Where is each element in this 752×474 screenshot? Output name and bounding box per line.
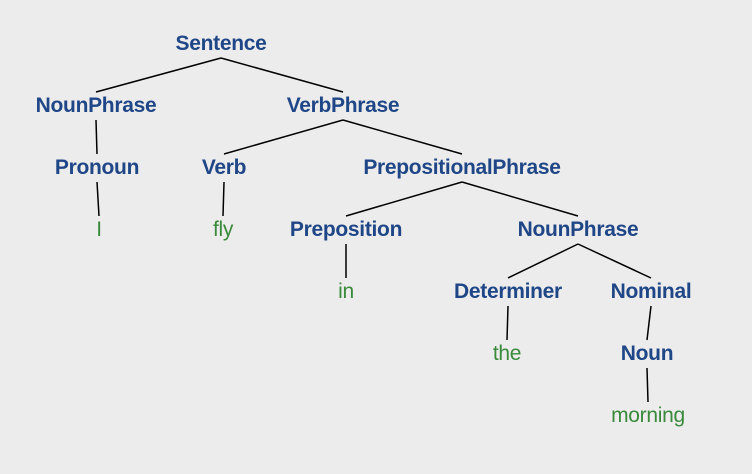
edge-verbphrase-to-verb [223,119,344,155]
edge-verbphrase-to-prepositionalphrase [342,119,463,155]
edge-verb-to-fly [222,181,225,217]
edge-sentence-to-nounphrase [95,57,222,93]
node-preposition: Preposition [289,218,403,241]
edge-nominal-to-noun [646,305,652,341]
edge-prepositionalphrase-to-preposition [345,181,463,217]
edge-nounphrase-to-determiner [507,243,579,279]
edge-prepositionalphrase-to-nounphrase [461,181,579,217]
node-pronoun: Pronoun [54,156,140,179]
edge-nounphrase-to-pronoun [95,119,98,155]
word-fly: fly [212,218,234,241]
edge-noun-to-morning [646,367,649,403]
node-determiner: Determiner [454,280,562,303]
node-noun: Noun [620,342,674,365]
word-i: I [96,218,102,241]
word-morning: morning [611,404,685,427]
node-verbphrase: VerbPhrase [286,94,400,117]
node-nounphrase: NounPhrase [35,94,157,117]
edge-determiner-to-the [506,305,509,341]
edge-sentence-to-verbphrase [220,57,344,93]
edge-nounphrase-to-nominal [577,243,652,279]
node-nominal: Nominal [610,280,692,303]
node-sentence: Sentence [175,32,267,55]
word-in: in [338,280,354,303]
node-verb: Verb [201,156,247,179]
edge-pronoun-to-i [96,181,100,217]
node-nounphrase: NounPhrase [517,218,639,241]
word-the: the [492,342,522,365]
node-prepositionalphrase: PrepositionalPhrase [363,156,561,179]
